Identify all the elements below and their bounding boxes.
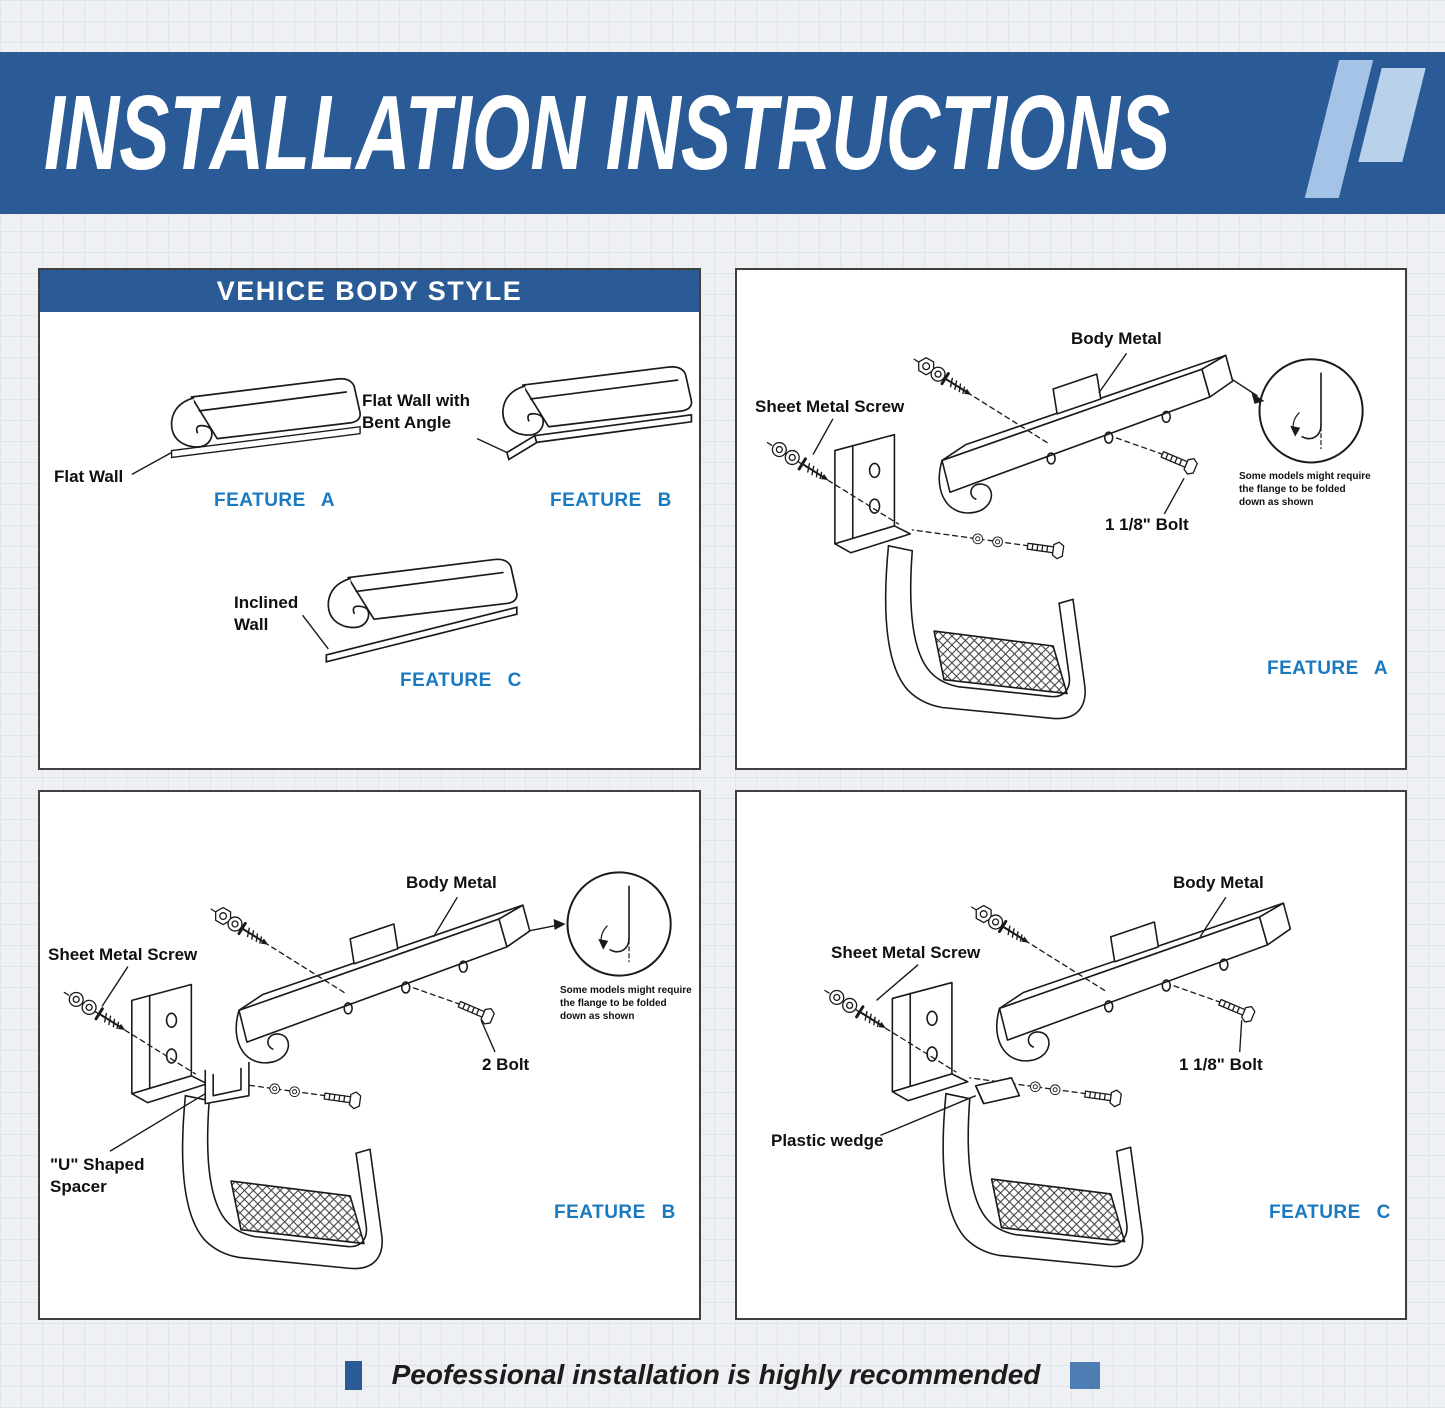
inclined-wall-profile-drawing bbox=[325, 558, 518, 663]
page-title: INSTALLATION INSTRUCTIONS bbox=[44, 73, 1171, 192]
feature-a-diagram bbox=[737, 352, 1364, 768]
footer-text: Peofessional installation is highly reco… bbox=[391, 1359, 1041, 1390]
banner-decoration-bar bbox=[1304, 60, 1374, 198]
magnifier-pointer-arrow bbox=[1251, 393, 1265, 404]
feature-b-label: FEATURE B bbox=[550, 490, 672, 511]
vehicle-body-style-panel: VEHICE BODY STYLE Flat Wall Flat Wall wi… bbox=[38, 268, 701, 770]
feature-a-label: FEATURE A bbox=[214, 490, 336, 511]
flange-note: Some models might require the flange to … bbox=[560, 985, 692, 1022]
inclined-wall-label: Inclined Wall bbox=[234, 593, 299, 634]
bolt-label: 1 1/8" Bolt bbox=[1105, 515, 1189, 534]
feature-c-label: FEATURE C bbox=[400, 670, 522, 691]
feature-c-install-panel: Body Metal Sheet Metal Screw 1 1/8" Bolt… bbox=[735, 790, 1407, 1320]
label-leader-lines bbox=[131, 438, 508, 650]
flat-wall-label: Flat Wall bbox=[54, 467, 124, 486]
body-metal-label: Body Metal bbox=[1071, 329, 1162, 348]
flat-wall-profile-drawing bbox=[170, 377, 362, 459]
label-leader-lines bbox=[101, 896, 559, 1152]
bolt-label: 2 Bolt bbox=[482, 1055, 530, 1074]
feature-b-install-panel: Body Metal Sheet Metal Screw 2 Bolt "U" … bbox=[38, 790, 701, 1320]
body-metal-label: Body Metal bbox=[406, 873, 497, 892]
footer-left-square bbox=[344, 1360, 362, 1390]
feature-b-diagram bbox=[40, 871, 672, 1318]
bolt-label: 1 1/8" Bolt bbox=[1179, 1055, 1263, 1074]
feature-b-label: FEATURE B bbox=[554, 1202, 676, 1223]
title-banner: INSTALLATION INSTRUCTIONS bbox=[0, 52, 1445, 214]
flange-note: Some models might require the flange to … bbox=[1239, 471, 1371, 508]
feature-a-install-panel: Body Metal Sheet Metal Screw 1 1/8" Bolt… bbox=[735, 268, 1407, 770]
sheet-metal-screw-label: Sheet Metal Screw bbox=[831, 943, 981, 962]
bent-angle-wall-profile-drawing bbox=[502, 366, 693, 461]
body-style-diagram bbox=[131, 366, 693, 663]
u-spacer-label: "U" Shaped Spacer bbox=[50, 1155, 145, 1196]
sheet-metal-screw-label: Sheet Metal Screw bbox=[48, 945, 198, 964]
feature-c-label: FEATURE C bbox=[1269, 1202, 1391, 1223]
panel-header: VEHICE BODY STYLE bbox=[40, 270, 699, 312]
bent-angle-label: Flat Wall with Bent Angle bbox=[362, 391, 470, 432]
u-spacer-drawing bbox=[204, 1061, 250, 1105]
label-leader-lines bbox=[876, 896, 1243, 1137]
label-leader-lines bbox=[812, 352, 1258, 515]
sheet-metal-screw-label: Sheet Metal Screw bbox=[755, 397, 905, 416]
footer-right-square bbox=[1070, 1361, 1101, 1389]
footer: Peofessional installation is highly reco… bbox=[0, 1354, 1445, 1396]
plastic-wedge-drawing bbox=[974, 1077, 1021, 1105]
banner-decoration-bar-2 bbox=[1358, 68, 1426, 162]
body-metal-label: Body Metal bbox=[1173, 873, 1264, 892]
feature-c-diagram bbox=[737, 896, 1405, 1318]
plastic-wedge-label: Plastic wedge bbox=[771, 1131, 884, 1150]
magnifier-pointer-arrow bbox=[553, 919, 566, 930]
feature-a-label: FEATURE A bbox=[1267, 658, 1389, 679]
